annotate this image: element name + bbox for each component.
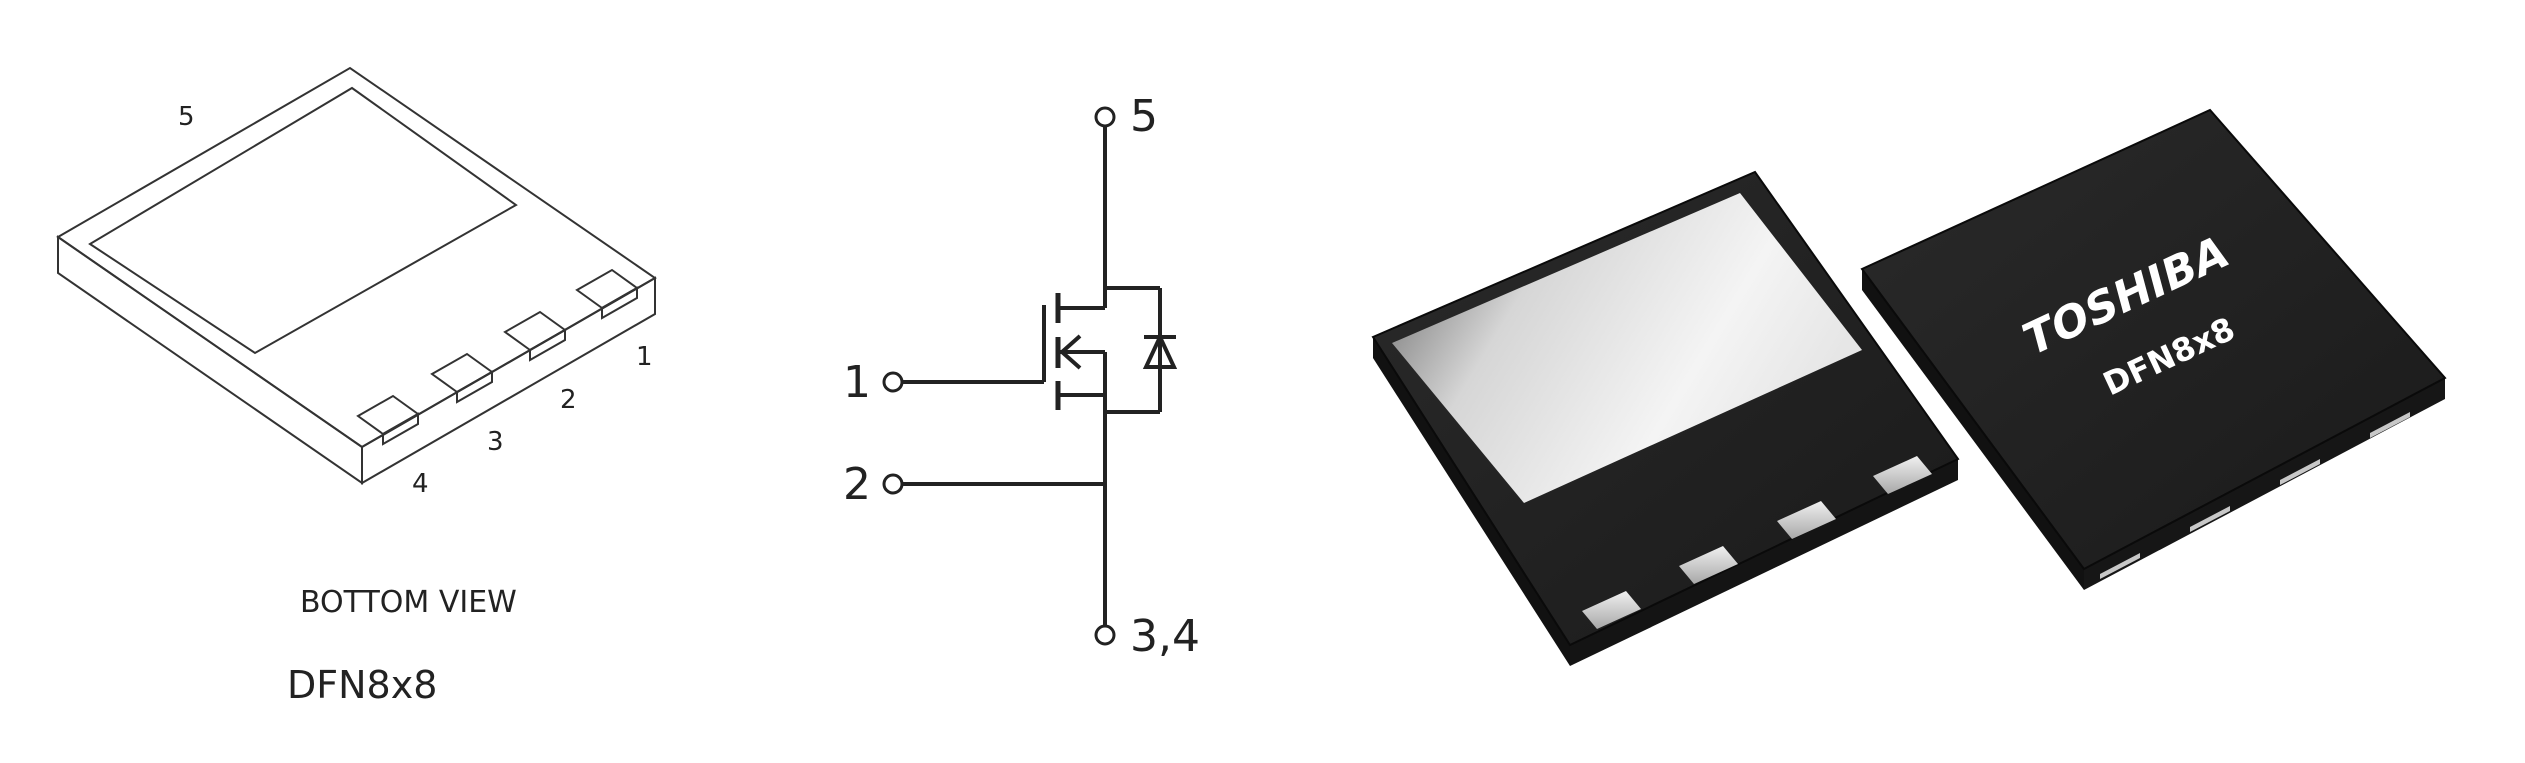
pin-label-4: 4 [412, 469, 429, 499]
pin-label-5: 5 [178, 102, 195, 132]
package-top-side-left [1862, 269, 2084, 590]
lead-pad-4-side [382, 412, 419, 446]
terminal-label-1: 1 [843, 357, 871, 408]
package-body-top [1860, 108, 2447, 571]
top-lead-tip-2 [2190, 506, 2230, 532]
terminal-label-2: 2 [843, 459, 871, 510]
pin-label-2: 2 [560, 385, 577, 415]
top-lead-tip-3 [2280, 459, 2320, 485]
photo-lead-pad-1 [1873, 456, 1932, 494]
package-side-right [1570, 459, 1958, 666]
package-left-side [57, 235, 363, 485]
lead-pad-2-side [529, 328, 566, 362]
terminal-1 [882, 371, 904, 393]
top-lead-tip-1 [2100, 553, 2140, 579]
package-right-side [361, 276, 656, 485]
package-top-side-right [2084, 378, 2445, 590]
terminal-2 [882, 473, 904, 495]
terminal-3-4 [1094, 624, 1116, 646]
photo-lead-pad-2 [1777, 501, 1836, 539]
pin-label-3: 3 [487, 427, 504, 457]
exposed-pad-outline [88, 86, 518, 355]
package-side-left [1373, 337, 1570, 666]
body-diode [1142, 332, 1178, 369]
bottom-view-caption: BOTTOM VIEW [300, 585, 517, 620]
lead-pad-1-side [601, 286, 638, 320]
mosfet-schematic [882, 106, 1178, 646]
bottom-view-drawing [56, 66, 657, 485]
top-lead-tip-4 [2370, 412, 2410, 438]
photo-lead-pad-4 [1582, 591, 1641, 629]
terminal-label-5: 5 [1130, 91, 1158, 142]
terminal-5 [1094, 106, 1116, 128]
lead-pad-3-side [456, 370, 493, 404]
package-name-caption: DFN8x8 [287, 663, 437, 707]
exposed-thermal-pad [1392, 193, 1862, 503]
package-photo-bottom-side [1371, 170, 1960, 666]
lead-pads [356, 268, 639, 446]
pin-label-1: 1 [636, 342, 653, 372]
body-arrow [1058, 334, 1082, 370]
package-photo-top-side: TOSHIBA DFN8x8 [1860, 108, 2447, 590]
terminal-label-3-4: 3,4 [1130, 611, 1200, 662]
photo-lead-pad-3 [1679, 546, 1738, 584]
